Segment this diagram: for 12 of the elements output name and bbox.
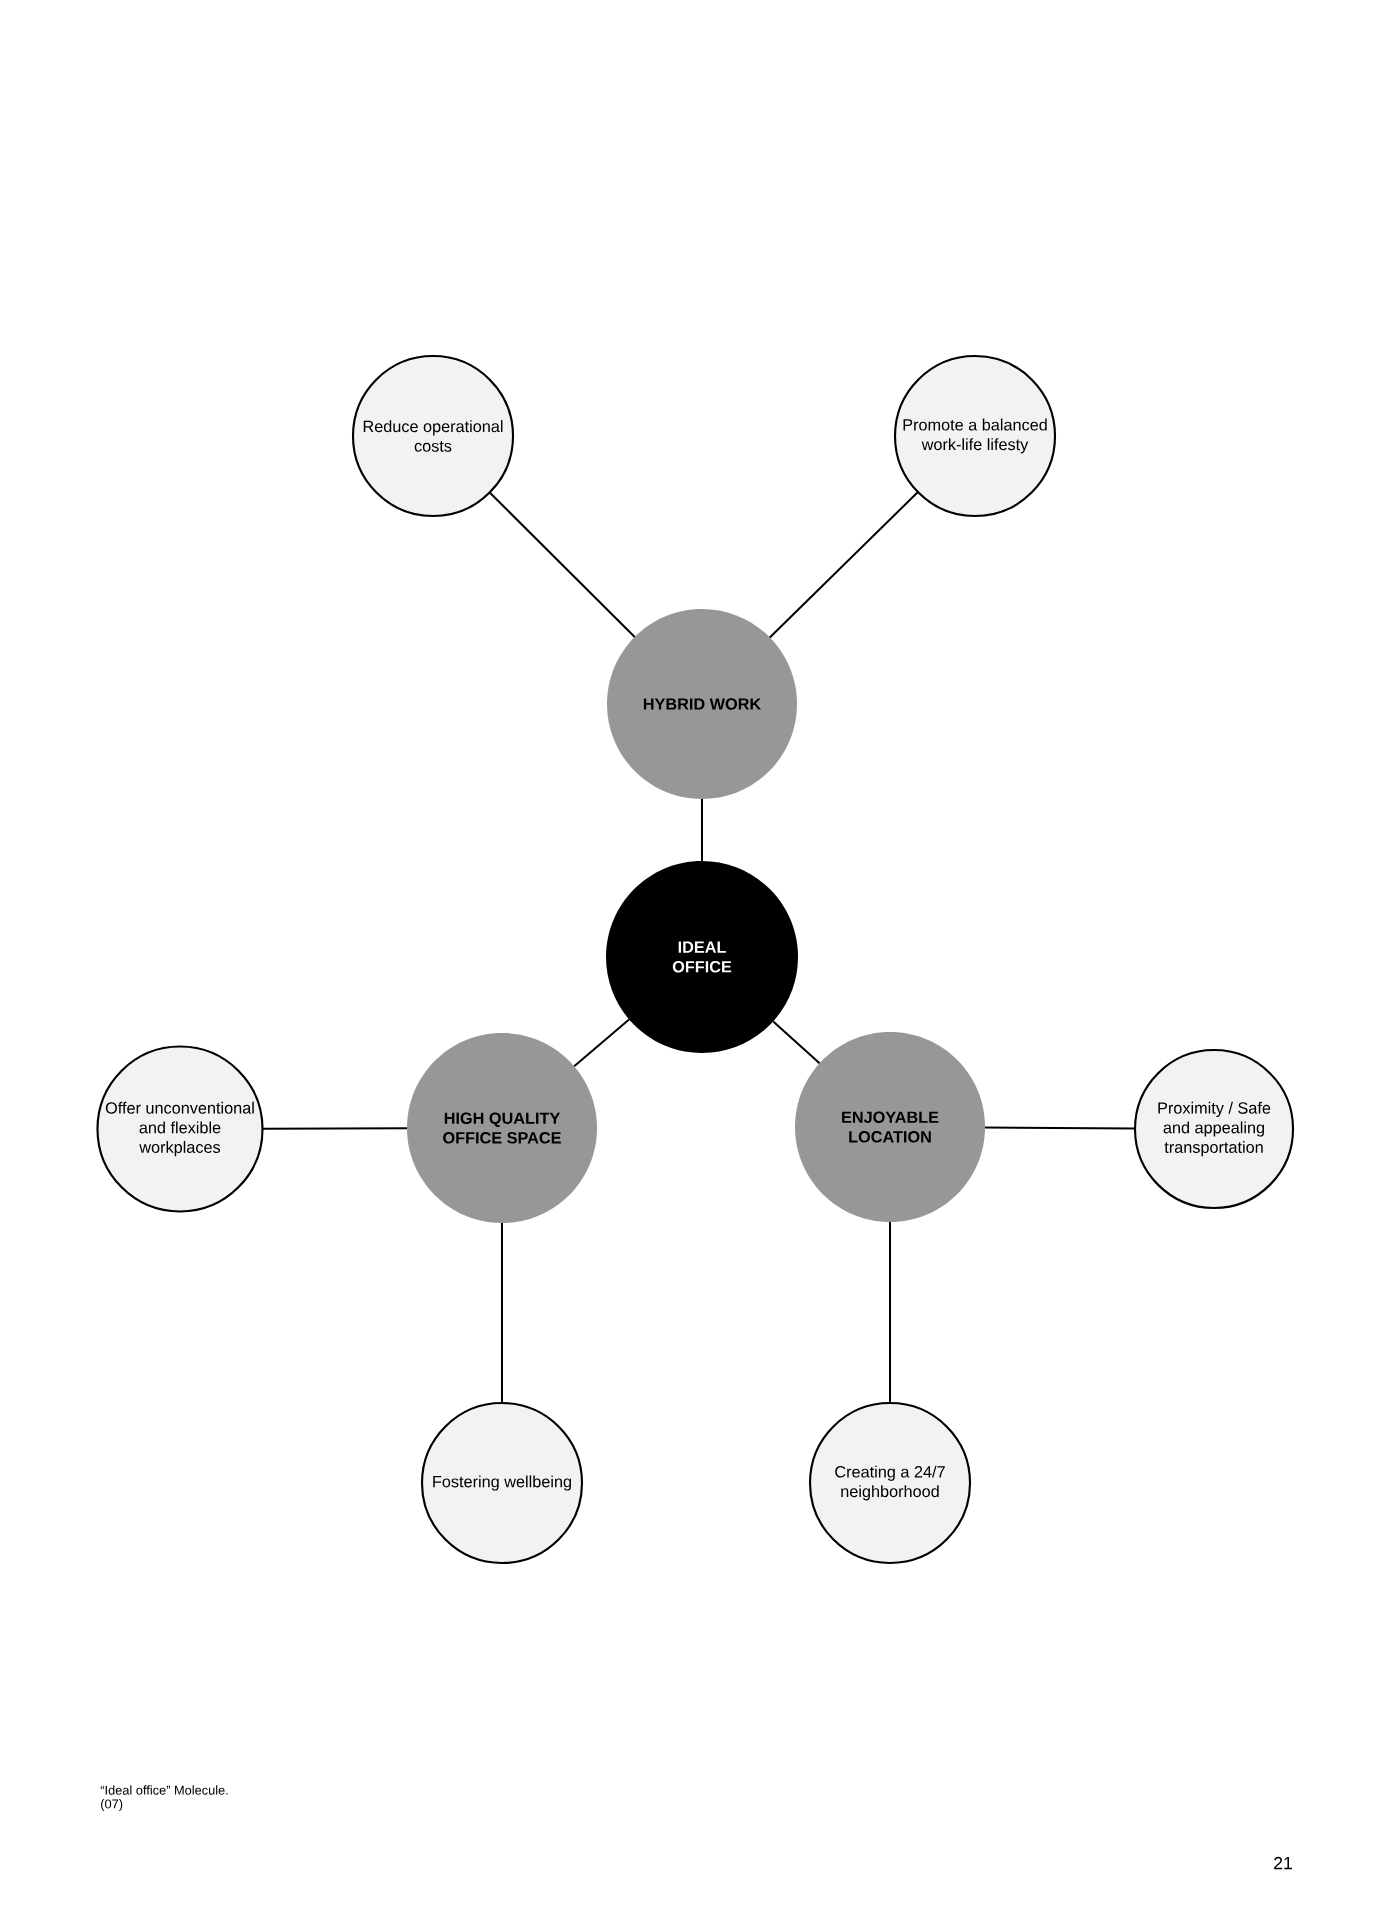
connector-line (768, 491, 919, 639)
connector-line (573, 1018, 631, 1068)
connector-line (772, 1020, 821, 1065)
connector-line (701, 798, 703, 862)
connector-line (488, 491, 636, 638)
connector-line (984, 1126, 1136, 1130)
connector-line (889, 1221, 891, 1404)
connector-line (501, 1222, 503, 1404)
figure-caption: “Ideal office” Molecule. (100, 1785, 228, 1795)
connector-line (261, 1127, 408, 1130)
figure-number: (07) (101, 1799, 123, 1811)
page-number: 21 (1274, 1856, 1292, 1870)
